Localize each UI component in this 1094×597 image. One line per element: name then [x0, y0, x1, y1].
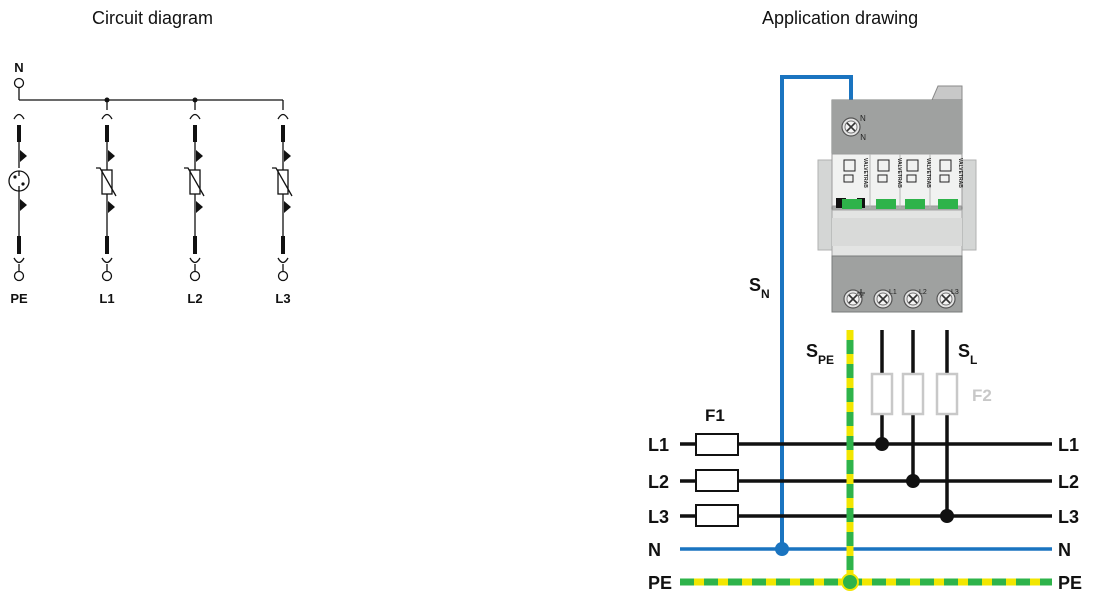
line-label-right-n: N — [1058, 540, 1071, 560]
junction-pe — [841, 573, 859, 591]
circuit-terminal-n-label: N — [14, 60, 23, 75]
device-terminal-l1-label: L1 — [889, 289, 897, 296]
module-brand-label: VALVETRAB — [862, 158, 868, 188]
device-terminal-l2-label: L2 — [919, 289, 927, 296]
circuit-diagram: N PE — [8, 60, 293, 306]
conductor-label-sl: SL — [958, 341, 977, 367]
circuit-diagram-title: Circuit diagram — [92, 8, 214, 28]
module-brand-label: VALVETRAB — [896, 158, 902, 188]
screw-terminal-n — [841, 117, 861, 137]
application-drawing: VALVETRAB VALVETRAB VALVETRAB VALVETRAB … — [648, 75, 1082, 593]
device-terminal-n-label: N — [860, 114, 866, 123]
neutral-conductor-sn — [780, 75, 853, 549]
fuses-f1 — [695, 433, 739, 527]
line-label-left-l1: L1 — [648, 435, 669, 455]
module-brand-label: VALVETRAB — [957, 158, 963, 188]
line-label-right-l2: L2 — [1058, 472, 1079, 492]
line-label-right-l3: L3 — [1058, 507, 1079, 527]
line-label-left-l3: L3 — [648, 507, 669, 527]
circuit-terminal-l2-label: L2 — [187, 291, 202, 306]
line-label-right-pe: PE — [1058, 573, 1082, 593]
fuses-f2 — [870, 372, 959, 416]
line-label-left-pe: PE — [648, 573, 672, 593]
fuse-f1-label: F1 — [705, 406, 725, 425]
circuit-branch-pe: PE — [8, 113, 30, 306]
circuit-terminal-l3-label: L3 — [275, 291, 290, 306]
line-label-left-n: N — [648, 540, 661, 560]
fuse-f2-label: F2 — [972, 386, 992, 405]
circuit-branch-l1: L1 — [96, 113, 117, 306]
conductor-label-spe: SPE — [806, 341, 834, 367]
application-drawing-title: Application drawing — [762, 8, 919, 28]
junction-l2 — [906, 474, 920, 488]
junction-l3 — [940, 509, 954, 523]
junction-l1 — [875, 437, 889, 451]
junction-n — [775, 542, 789, 556]
circuit-terminal-pe-label: PE — [10, 291, 28, 306]
ground-symbol-icon — [857, 289, 865, 298]
device-terminal-n-label-mirrored: N — [860, 132, 866, 141]
circuit-terminal-n — [13, 77, 25, 89]
circuit-branch-l3: L3 — [272, 113, 293, 306]
line-label-left-l2: L2 — [648, 472, 669, 492]
device-terminal-l3-label: L3 — [951, 289, 959, 296]
surge-protection-device: VALVETRAB VALVETRAB VALVETRAB VALVETRAB … — [831, 85, 963, 313]
line-label-right-l1: L1 — [1058, 435, 1079, 455]
circuit-branch-l2: L2 — [184, 113, 205, 306]
conductor-label-sn: SN — [749, 275, 770, 301]
circuit-terminal-l1-label: L1 — [99, 291, 114, 306]
module-brand-label: VALVETRAB — [925, 158, 931, 188]
